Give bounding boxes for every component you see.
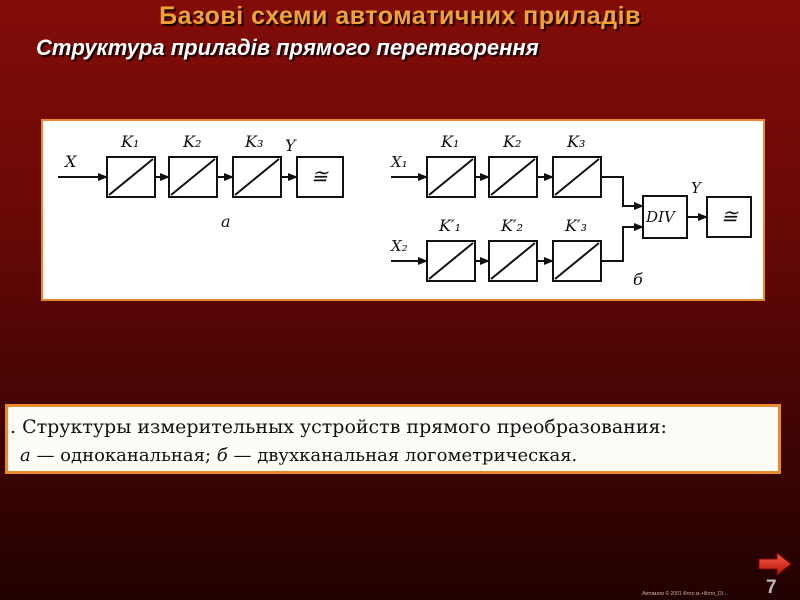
block-diagram-frame: X K₁ K₂ K₃ Y ≅ а X₁ K₁ K₂ K₃ X₂ K′₁ K′₂ … xyxy=(41,119,765,301)
label-k1-ch1: K₁ xyxy=(440,132,459,151)
label-x2: X₂ xyxy=(390,237,408,255)
label-a: а xyxy=(221,212,231,231)
caption-a-text: — одноканальная; xyxy=(30,445,217,466)
label-k1-ch2: K′₁ xyxy=(438,216,461,235)
caption-line-1: . Структуры измерительных устройств прям… xyxy=(10,416,667,438)
caption-line-2: а — одноканальная; б — двухканальная лог… xyxy=(20,445,577,466)
caption-b: б xyxy=(216,445,228,466)
caption-b-text: — двухканальная логометрическая. xyxy=(227,445,578,466)
indicator-a xyxy=(296,156,344,198)
caption-a: а xyxy=(20,445,31,466)
footer-text: Автомати © 2001 Фото м.+Фото_DI… xyxy=(642,591,728,597)
label-x1: X₁ xyxy=(390,153,408,171)
block-diagram: X K₁ K₂ K₃ Y ≅ а X₁ K₁ K₂ K₃ X₂ K′₁ K′₂ … xyxy=(58,132,752,289)
label-k2-ch2: K′₂ xyxy=(500,216,523,235)
label-k3: K₃ xyxy=(244,132,263,151)
label-k3-ch2: K′₃ xyxy=(564,216,587,235)
label-k2: K₂ xyxy=(182,132,201,151)
label-b: б xyxy=(633,270,643,289)
indicator-symbol-b: ≅ xyxy=(721,204,739,228)
label-div: DIV xyxy=(645,208,677,226)
figure-caption: . Структуры измерительных устройств прям… xyxy=(5,404,781,474)
label-x: X xyxy=(63,152,77,171)
label-k3-ch1: K₃ xyxy=(566,132,585,151)
label-y-b: Y xyxy=(691,179,703,197)
indicator-symbol-a: ≅ xyxy=(311,164,329,188)
slide-subtitle: Структура приладів прямого перетворення xyxy=(36,35,539,60)
slide-title: Базові схеми автоматичних приладів xyxy=(159,2,641,30)
page-number: 7 xyxy=(766,577,777,598)
arrow-right-icon[interactable] xyxy=(758,551,792,577)
label-k1: K₁ xyxy=(120,132,139,151)
label-y: Y xyxy=(285,136,297,155)
indicator-b xyxy=(706,196,752,238)
label-k2-ch1: K₂ xyxy=(502,132,521,151)
